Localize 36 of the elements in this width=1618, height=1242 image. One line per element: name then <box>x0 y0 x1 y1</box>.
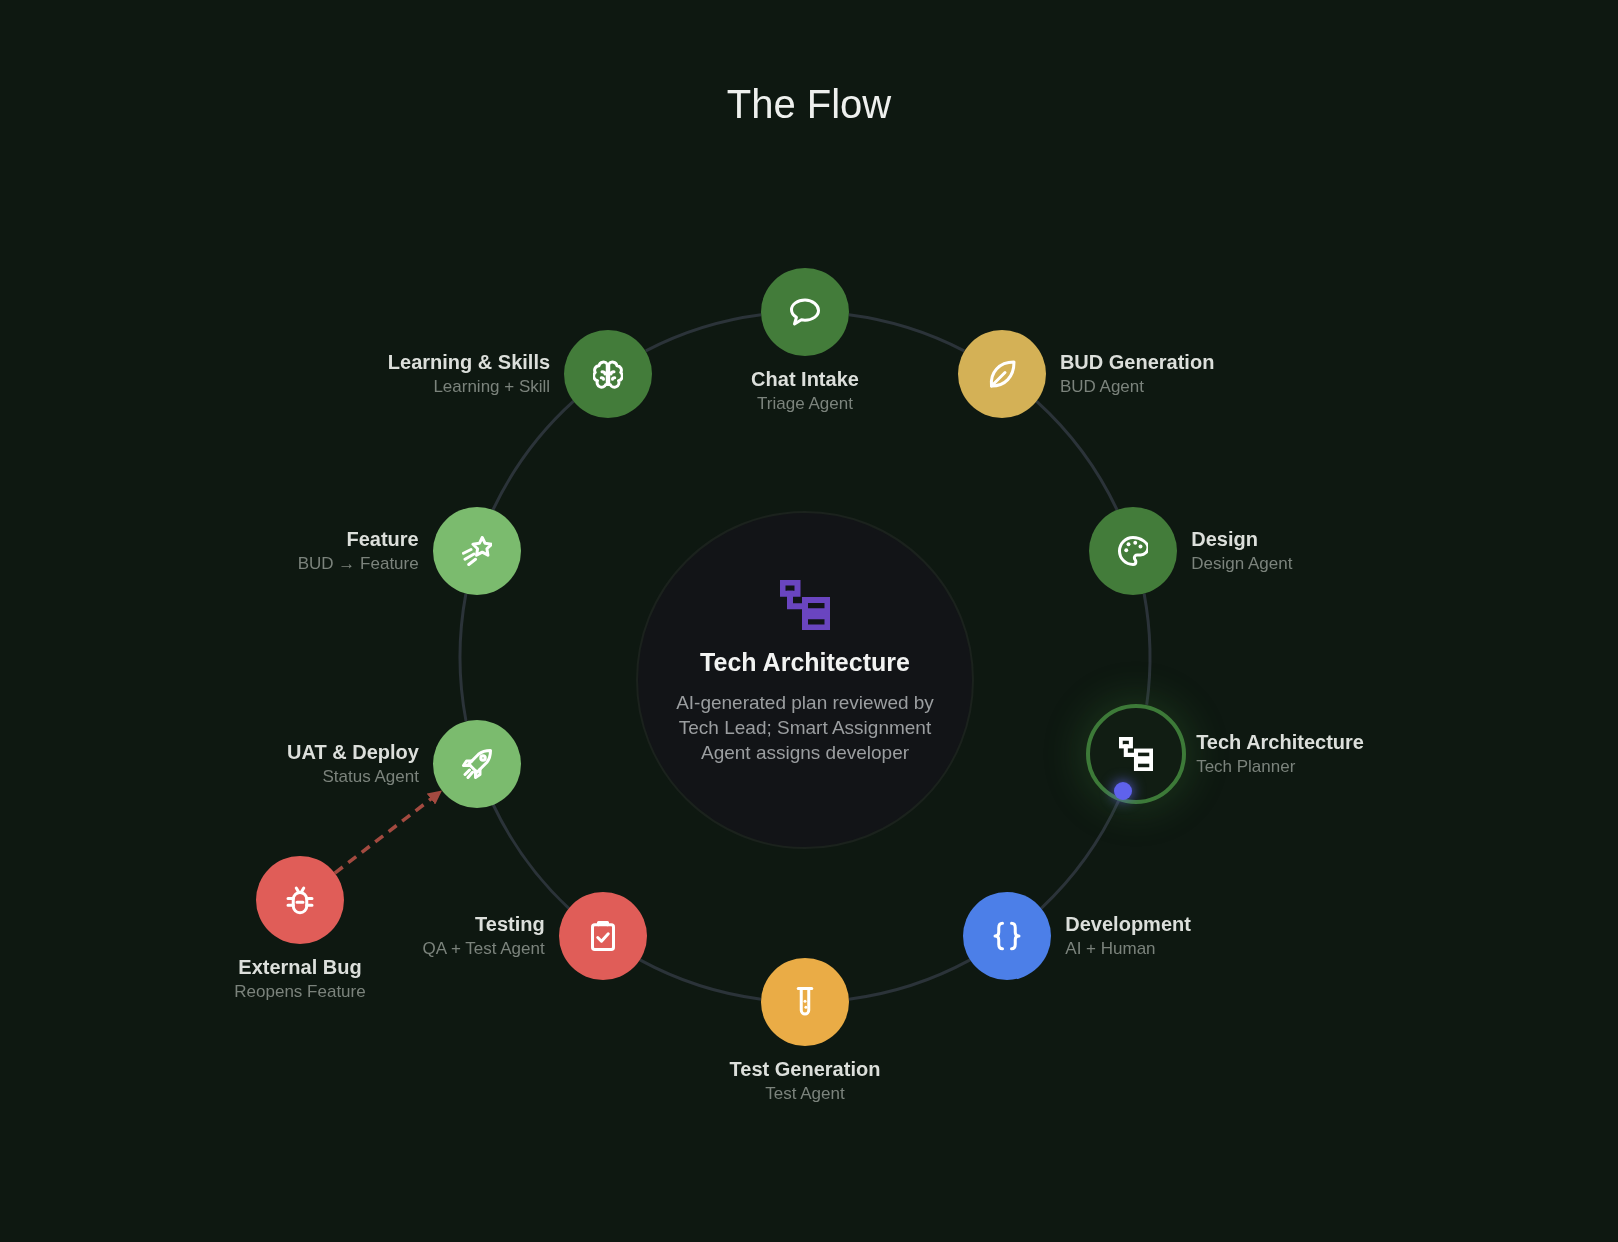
ring-arc <box>491 400 575 511</box>
ring-arc <box>1035 400 1119 511</box>
stage-subtitle: BUD → Feature <box>297 552 419 575</box>
ring-arc <box>645 313 762 353</box>
stage-title: Development <box>1065 912 1191 938</box>
stage-title: Testing <box>475 912 545 938</box>
stage-title: BUD Generation <box>1059 349 1215 375</box>
ring-arc <box>491 803 570 910</box>
stage-title: Test Generation <box>729 1057 881 1082</box>
ring-arc <box>458 593 468 722</box>
diagram-title: The Flow <box>726 81 892 128</box>
stage-subtitle: Test Agent <box>765 1083 845 1105</box>
ring-arc <box>1142 593 1152 706</box>
stage-subtitle: Design Agent <box>1191 552 1293 575</box>
stage-title: Learning & Skills <box>387 349 551 375</box>
dashed-arrow <box>333 789 444 875</box>
stage-title: External Bug <box>238 955 362 980</box>
ring-arc <box>848 958 971 1001</box>
stage-subtitle: Status Agent <box>322 765 419 788</box>
panel-title: Tech Architecture <box>700 646 910 678</box>
stage-subtitle: QA + Test Agent <box>422 938 545 961</box>
stage-subtitle: AI + Human <box>1065 938 1156 961</box>
stage-subtitle: BUD Agent <box>1059 375 1144 398</box>
panel-description: AI-generated plan reviewed by Tech Lead; Smart Assignment Agent assigns developer <box>675 690 935 765</box>
stage-subtitle: Tech Planner <box>1196 755 1296 778</box>
stage-title: Design <box>1191 526 1258 552</box>
stage-title: Chat Intake <box>751 367 859 392</box>
ring-arc <box>639 958 762 1001</box>
ring-arc <box>848 313 965 353</box>
stage-subtitle: Reopens Feature <box>234 981 366 1003</box>
stage-subtitle: Learning + Skill <box>433 375 551 398</box>
ring-arc <box>1040 800 1121 910</box>
stage-title: Tech Architecture <box>1196 729 1364 755</box>
stage-title: Feature <box>346 526 419 552</box>
stage-subtitle: Triage Agent <box>757 393 853 415</box>
stage-title: UAT & Deploy <box>287 739 419 765</box>
